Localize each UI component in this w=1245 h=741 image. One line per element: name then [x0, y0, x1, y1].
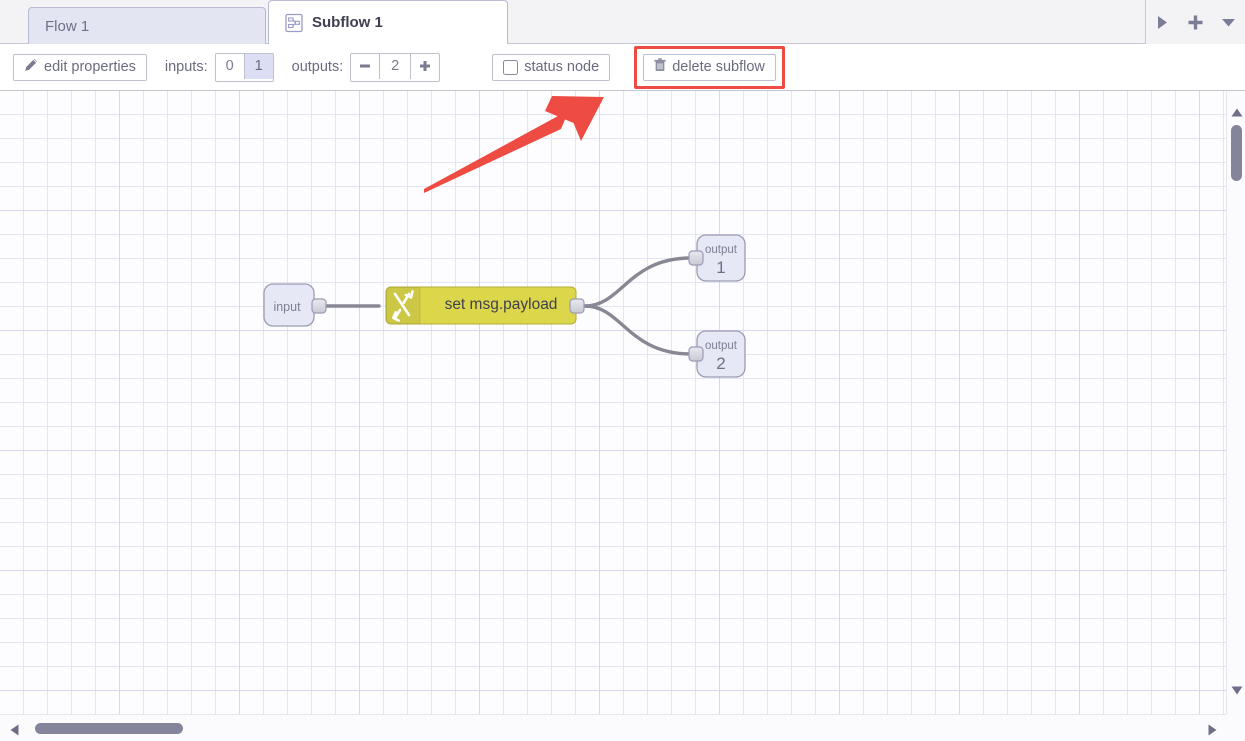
pencil-icon — [24, 58, 38, 76]
triangle-left-icon[interactable] — [10, 723, 19, 741]
delete-subflow-label: delete subflow — [672, 59, 765, 75]
status-node-toggle[interactable]: status node — [492, 53, 611, 81]
swap-arrows-icon — [392, 290, 414, 322]
inputs-label: inputs: — [164, 59, 208, 75]
edit-properties-button[interactable]: edit properties — [13, 53, 147, 81]
edit-properties-label: edit properties — [44, 59, 136, 75]
outputs-label: outputs: — [291, 59, 344, 75]
tab-flow-1-label: Flow 1 — [45, 17, 90, 35]
flow-tab-bar: Flow 1 Subflow 1 — [0, 0, 1245, 45]
node-subflow-input[interactable]: input — [263, 283, 327, 327]
flow-canvas[interactable]: input set msg.payload — [0, 91, 1226, 714]
outputs-value: 2 — [379, 53, 412, 79]
inputs-option-1[interactable]: 1 — [243, 53, 273, 79]
triangle-right-icon[interactable] — [1208, 723, 1217, 741]
chevron-down-icon[interactable] — [1216, 9, 1242, 35]
node-subflow-output-2[interactable]: output 2 — [688, 330, 746, 378]
svg-text:2: 2 — [716, 354, 725, 373]
vertical-scrollbar[interactable] — [1226, 91, 1245, 714]
outputs-stepper: 2 — [350, 52, 441, 82]
svg-text:output: output — [705, 340, 738, 352]
svg-text:output: output — [705, 244, 738, 256]
node-change-label: set msg.payload — [445, 296, 558, 313]
canvas-nodes-layer: input set msg.payload — [263, 96, 746, 378]
tab-bar-controls — [1145, 0, 1245, 44]
delete-subflow-highlight: delete subflow — [634, 45, 785, 89]
horizontal-scrollbar-thumb[interactable] — [35, 723, 183, 734]
annotation-arrow — [424, 96, 604, 193]
wire-change-to-output1 — [583, 256, 693, 308]
vertical-scrollbar-thumb[interactable] — [1231, 125, 1242, 181]
status-node-checkbox[interactable] — [503, 59, 519, 75]
scrollbar-corner — [1226, 714, 1245, 741]
trash-icon — [654, 58, 666, 76]
triangle-up-icon[interactable] — [1231, 104, 1243, 122]
node-subflow-output-1[interactable]: output 1 — [688, 234, 746, 282]
inputs-option-0[interactable]: 0 — [215, 53, 244, 79]
plus-icon[interactable] — [1183, 9, 1209, 35]
inputs-segmented-control: 0 1 — [214, 52, 274, 82]
play-right-icon[interactable] — [1150, 9, 1176, 35]
subflow-toolbar: edit properties inputs: 0 1 outputs: 2 s… — [0, 44, 1245, 91]
flow-tabs: Flow 1 Subflow 1 — [0, 0, 508, 45]
tab-flow-1[interactable]: Flow 1 — [28, 7, 266, 44]
node-change[interactable]: set msg.payload — [385, 286, 585, 325]
horizontal-scrollbar[interactable] — [0, 714, 1245, 741]
delete-subflow-button[interactable]: delete subflow — [643, 53, 776, 81]
wire-change-to-output2 — [583, 304, 693, 356]
subflow-icon — [285, 13, 303, 33]
svg-text:1: 1 — [716, 258, 725, 277]
wire-group — [319, 256, 693, 356]
tab-subflow-1[interactable]: Subflow 1 — [268, 0, 508, 45]
canvas-grid — [0, 91, 1226, 714]
minus-icon[interactable] — [351, 53, 380, 79]
plus-icon[interactable] — [411, 53, 440, 79]
triangle-down-icon[interactable] — [1231, 682, 1243, 700]
tab-subflow-1-label: Subflow 1 — [312, 14, 383, 31]
status-node-label: status node — [524, 59, 600, 75]
svg-text:input: input — [273, 300, 301, 314]
